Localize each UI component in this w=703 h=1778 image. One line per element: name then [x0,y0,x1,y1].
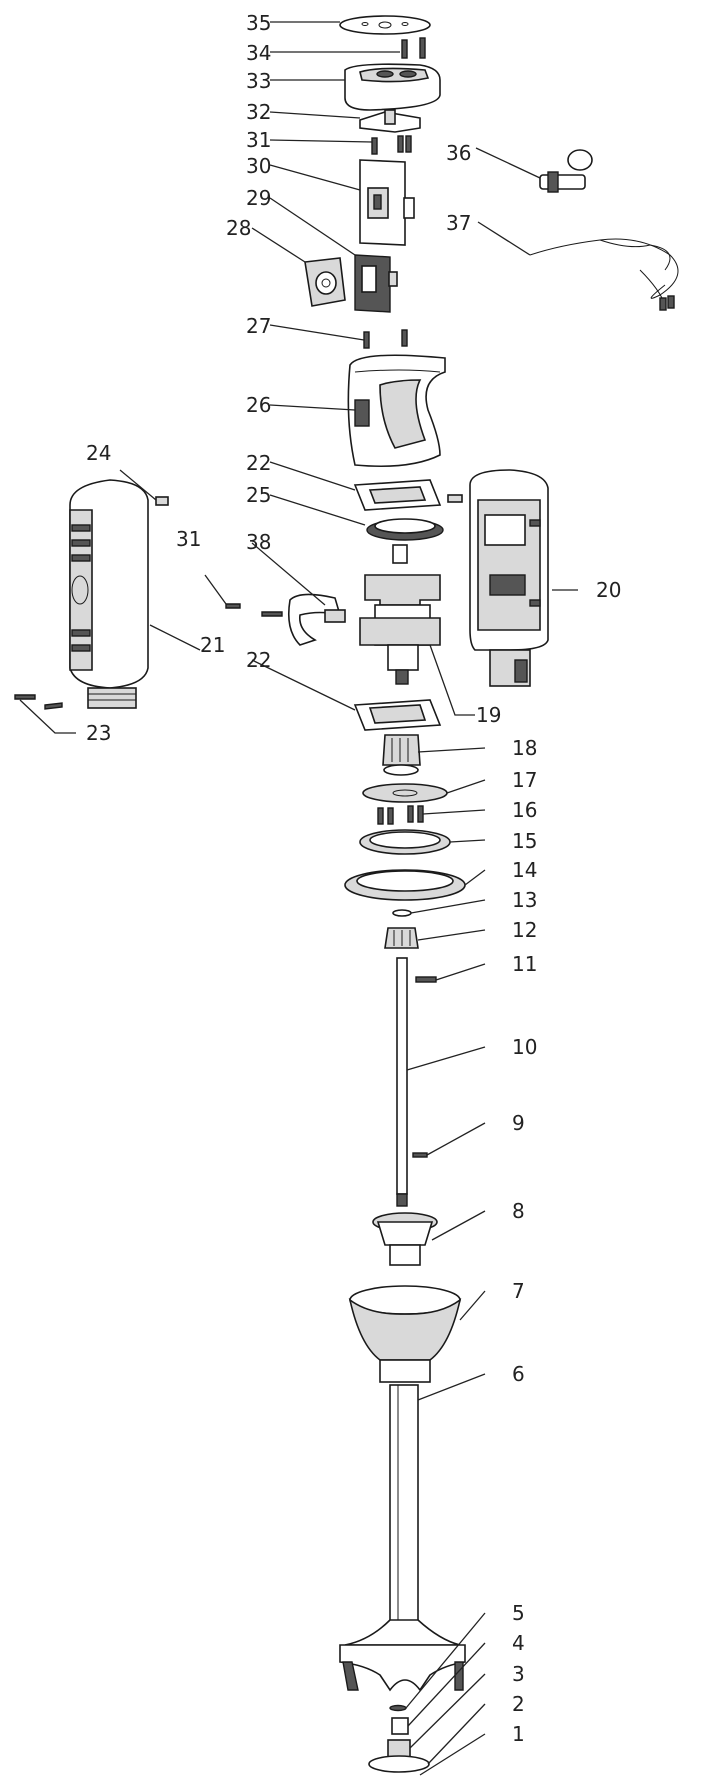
label-5: 5 [512,1601,525,1625]
part-25-gear [366,518,444,541]
label-4: 4 [512,1631,525,1655]
part-31-screws-upper [371,135,412,155]
part-10-drive-shaft [396,957,408,1207]
label-33: 33 [246,69,271,93]
part-4-spacer [391,1717,409,1735]
label-26: 26 [246,393,271,417]
part-22-lower-mount-ring [353,699,442,731]
part-18-coupling [382,734,421,776]
label-1: 1 [512,1722,525,1746]
part-12-drive-socket [384,927,419,949]
part-29-switch [354,254,398,313]
part-24-clip [155,496,169,506]
part-36-cord-strain-relief [539,149,593,193]
label-31-top: 31 [246,128,271,152]
part-6-blending-shaft-tube [339,1384,466,1692]
leader-lines [19,21,578,1776]
part-3-bearing [368,1739,430,1773]
label-34: 34 [246,41,271,65]
label-16: 16 [512,798,537,822]
part-21-left-housing [69,479,149,709]
part-9-pin [412,1152,428,1158]
part-16-screws [377,805,424,825]
part-37-power-cord [529,238,679,311]
label-7: 7 [512,1279,525,1303]
label-13: 13 [512,888,537,912]
label-27: 27 [246,314,271,338]
part-17-plate [362,783,448,803]
label-17: 17 [512,768,537,792]
label-6: 6 [512,1362,525,1386]
part-11-pin [415,976,437,983]
label-10: 10 [512,1035,537,1059]
label-36: 36 [446,141,471,165]
label-14: 14 [512,858,537,882]
part-13-o-ring [392,909,412,917]
part-30-circuit-board [359,159,415,246]
part-19-motor [359,544,441,685]
label-9: 9 [512,1111,525,1135]
label-23: 23 [86,721,111,745]
part-32-bracket [359,109,421,133]
part-33-button-housing [344,63,441,111]
label-29: 29 [246,186,271,210]
label-12: 12 [512,918,537,942]
label-3: 3 [512,1662,525,1686]
label-38: 38 [246,530,271,554]
part-number-labels: 35 34 33 32 31 30 29 28 27 26 22 25 38 3… [86,11,621,1746]
label-18: 18 [512,736,537,760]
label-8: 8 [512,1199,525,1223]
label-22-bottom: 22 [246,648,271,672]
part-23-screws [14,694,63,710]
part-22-upper-mount-ring [353,479,463,511]
label-30: 30 [246,154,271,178]
label-19: 19 [476,703,501,727]
part-34-screws [401,37,426,59]
part-31-screw-side [225,603,241,609]
part-14-locking-ring [344,869,466,901]
label-32: 32 [246,100,271,124]
part-7-bell-housing [348,1285,462,1383]
label-35: 35 [246,11,271,35]
part-26-handle-top-housing [347,354,446,468]
label-25: 25 [246,483,271,507]
label-22-top: 22 [246,451,271,475]
label-11: 11 [512,952,537,976]
part-15-ring [359,829,451,855]
label-20: 20 [596,578,621,602]
part-28-button [304,257,346,307]
label-31-side: 31 [176,527,201,551]
part-27-screws [363,329,408,349]
label-28: 28 [226,216,251,240]
part-38-clamp [261,593,346,646]
part-8-bushing [372,1212,438,1266]
label-15: 15 [512,829,537,853]
label-37: 37 [446,211,471,235]
part-35-top-cover-plate [339,15,431,35]
label-2: 2 [512,1692,525,1716]
label-24: 24 [86,441,111,465]
part-20-right-housing [469,469,549,687]
part-5-washer [389,1704,407,1712]
label-21: 21 [200,633,225,657]
